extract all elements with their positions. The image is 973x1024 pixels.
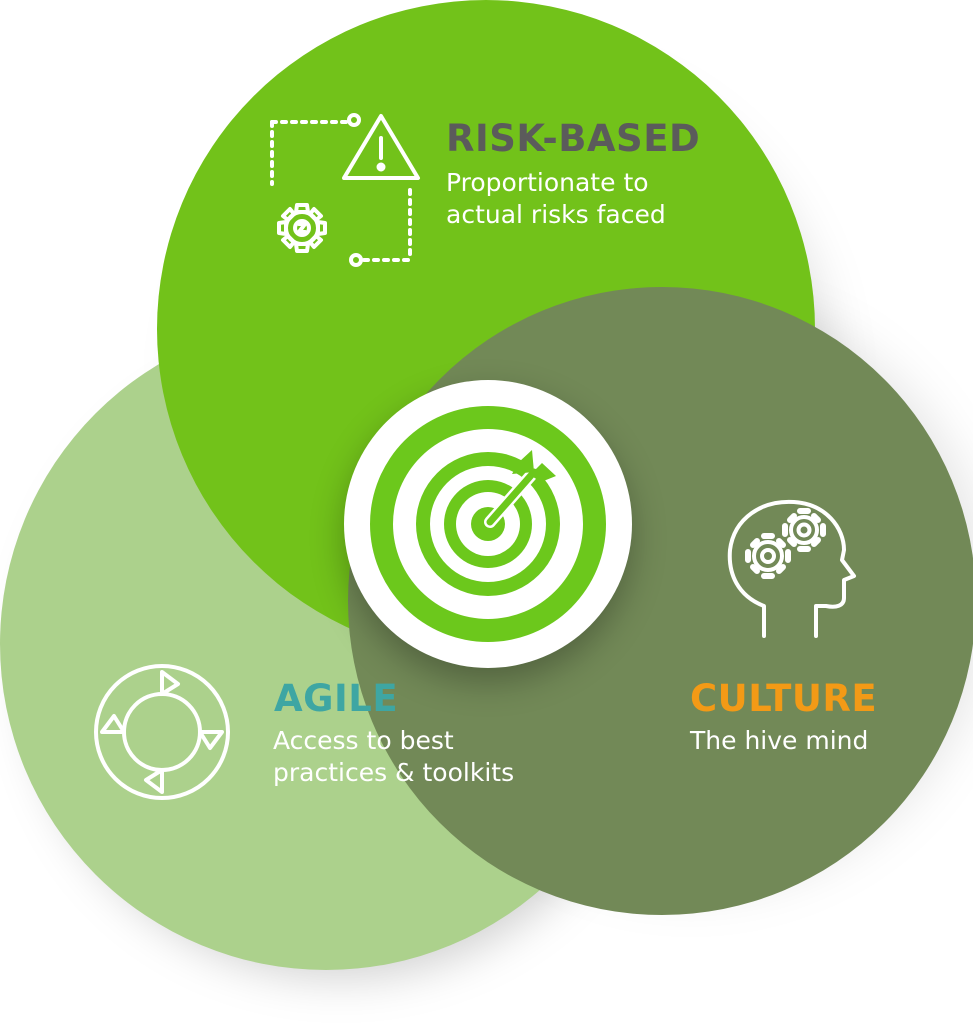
agile-desc-line2: practices & toolkits [273, 757, 515, 787]
risk-based-desc-line2: actual risks faced [446, 199, 666, 229]
head-gears-icon [727, 499, 856, 638]
risk-assessment-icon [270, 113, 420, 267]
agile-desc-line1: Access to best [273, 726, 454, 755]
culture-description: The hive mind [690, 725, 868, 757]
agile-title: AGILE [274, 677, 399, 720]
risk-based-title: RISK-BASED [446, 117, 701, 160]
target-icon [370, 406, 606, 642]
risk-based-description: Proportionate to actual risks faced [446, 167, 666, 230]
cycle-arrows-icon [94, 664, 230, 800]
culture-title: CULTURE [690, 677, 878, 720]
culture-desc-line: The hive mind [690, 726, 869, 755]
agile-description: Access to best practices & toolkits [273, 725, 514, 788]
risk-based-desc-line1: Proportionate to [446, 168, 649, 197]
